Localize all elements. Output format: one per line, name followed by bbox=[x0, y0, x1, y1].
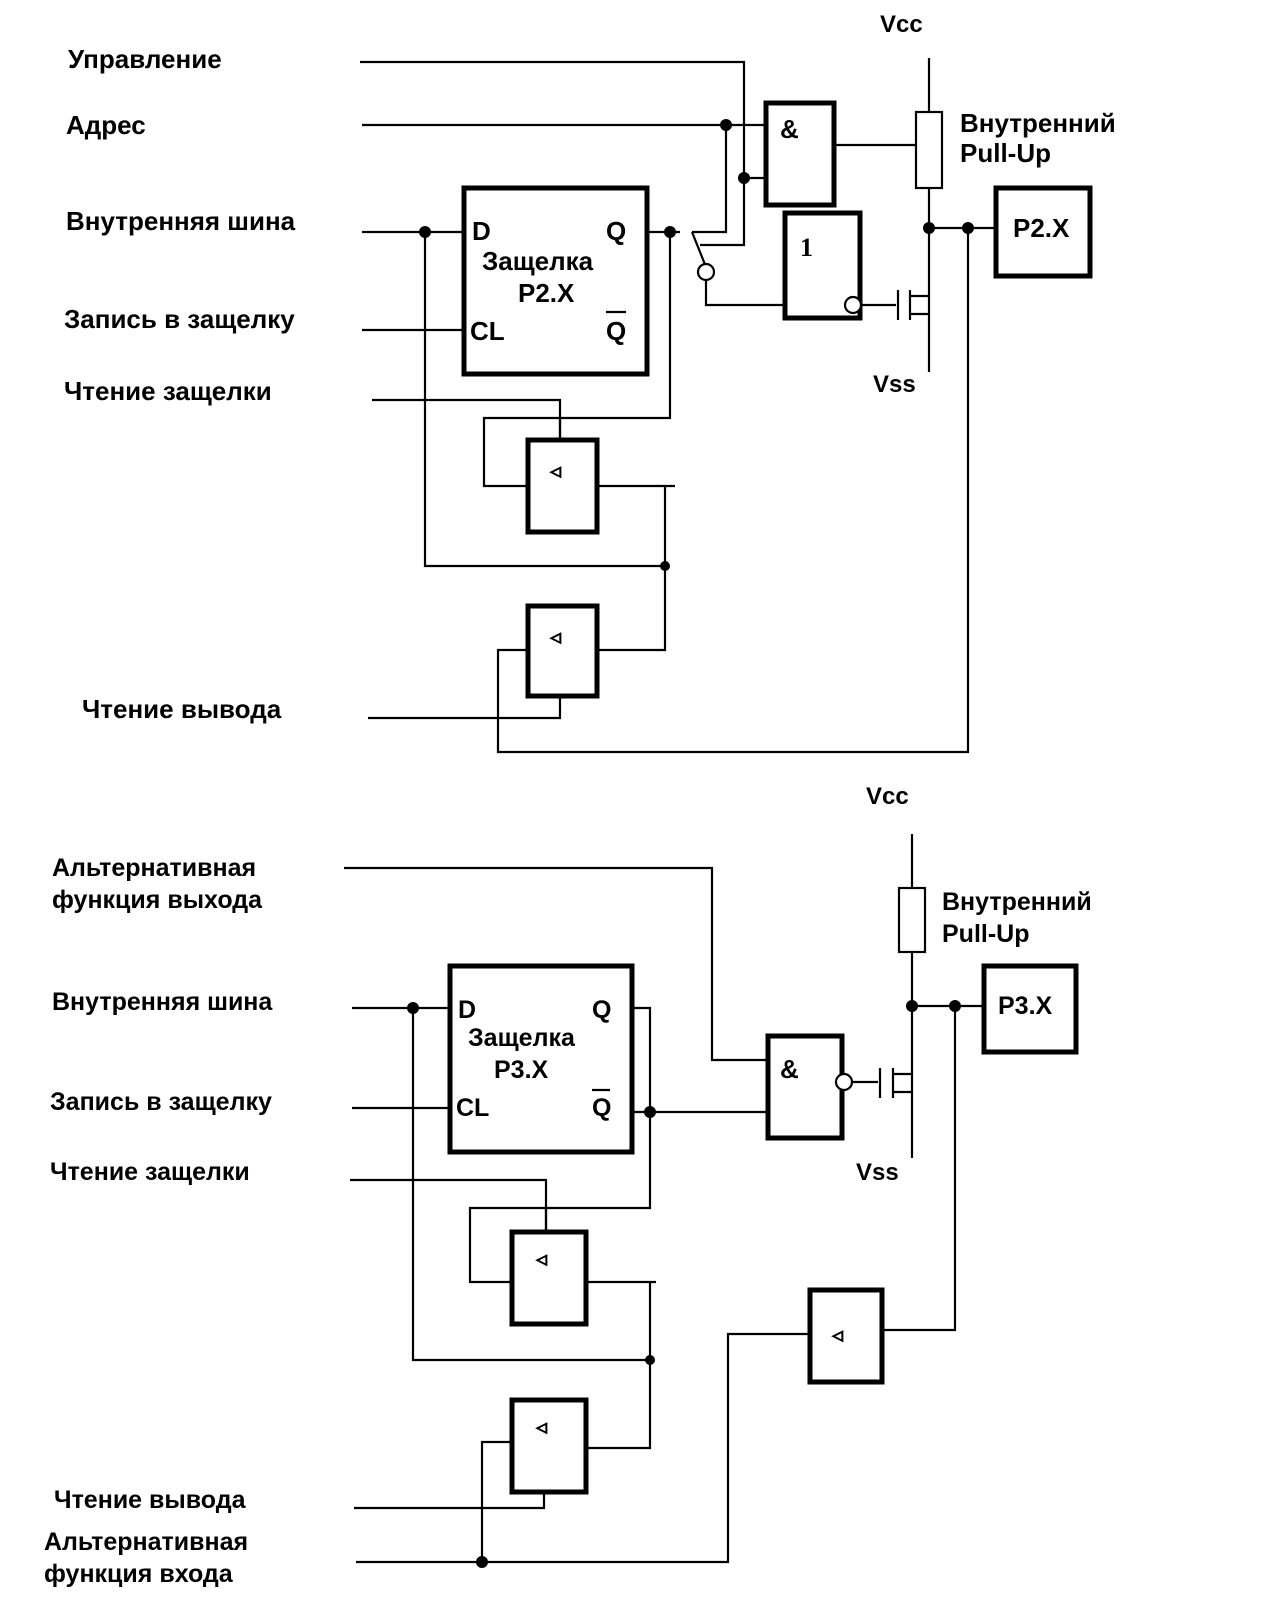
latch-read-label: Чтение защелки bbox=[50, 1158, 250, 1186]
p3-circuit: Альтернативная функция выхода Внутренняя… bbox=[44, 783, 1092, 1588]
control-wire bbox=[360, 60, 746, 247]
alt-out-wire bbox=[344, 866, 768, 1062]
junction-dot bbox=[407, 1002, 419, 1014]
transistor-gate bbox=[878, 1068, 912, 1098]
latch-cl-label: CL bbox=[470, 316, 505, 346]
pin-read-buffer bbox=[509, 1397, 589, 1495]
buffer1-left-wire bbox=[482, 416, 560, 488]
internal-bus-label: Внутренняя шина bbox=[52, 988, 273, 1016]
pin-read-label: Чтение вывода bbox=[82, 694, 282, 724]
alt-in-label-1: Альтернативная bbox=[44, 1528, 248, 1556]
latch-name: Защелка bbox=[468, 1024, 576, 1052]
bus-vertical-wire bbox=[411, 1008, 650, 1362]
latch-read-label: Чтение защелки bbox=[64, 376, 272, 406]
pullup-label-line1: Внутренний bbox=[942, 888, 1092, 916]
p2-circuit: Управление Адрес Внутренняя шина Запись … bbox=[64, 11, 1116, 754]
junction-dot bbox=[720, 119, 732, 131]
latch-port: P3.X bbox=[494, 1056, 549, 1084]
pin-read-wire bbox=[354, 1492, 546, 1510]
p2-pin-box bbox=[993, 185, 1093, 279]
pullup-label-line2: Pull-Up bbox=[960, 138, 1051, 168]
bus-vertical-wire bbox=[423, 232, 665, 568]
buffer-icon: ◃ bbox=[549, 624, 562, 649]
alt-in-wire bbox=[356, 1332, 810, 1564]
pullup-resistor bbox=[914, 110, 944, 190]
latch-d-label: D bbox=[472, 216, 491, 246]
read-bus-wire bbox=[597, 486, 667, 652]
vcc-label: Vcc bbox=[880, 11, 923, 38]
junction-dot bbox=[645, 1355, 655, 1365]
pin-read-buffer bbox=[525, 603, 600, 699]
address-label: Адрес bbox=[66, 110, 146, 140]
buffer-icon: ◃ bbox=[831, 1322, 844, 1347]
read-bus-wire bbox=[586, 1282, 652, 1450]
latch-write-label: Запись в защелку bbox=[64, 304, 295, 334]
latch-read-buffer bbox=[525, 437, 600, 535]
buffer-icon: ◃ bbox=[535, 1414, 548, 1439]
latch-cl-label: CL bbox=[456, 1094, 489, 1122]
latch-q-label: Q bbox=[606, 216, 626, 246]
p3-pin-box bbox=[981, 963, 1079, 1055]
pin-read-label: Чтение вывода bbox=[54, 1486, 247, 1514]
transistor-gate bbox=[896, 290, 929, 320]
junction-dot bbox=[664, 226, 676, 238]
pin-input-wire bbox=[882, 1006, 957, 1332]
alt-in-buffer bbox=[807, 1287, 885, 1385]
and-symbol: & bbox=[780, 1054, 799, 1084]
pin-label: P3.X bbox=[998, 992, 1053, 1020]
pullup-resistor bbox=[897, 886, 927, 954]
pin-read-wire bbox=[368, 696, 562, 720]
pin-read-return-wire bbox=[496, 228, 970, 754]
vcc-label: Vcc bbox=[866, 783, 909, 810]
latch-name: Защелка bbox=[482, 246, 594, 276]
control-label: Управление bbox=[68, 44, 222, 74]
vss-label: Vss bbox=[856, 1159, 899, 1186]
p2-latch bbox=[461, 185, 650, 377]
latch-read-buffer bbox=[509, 1229, 589, 1327]
latch-read-wire bbox=[350, 1178, 548, 1232]
latch-q-label: Q bbox=[592, 996, 611, 1024]
latch-write-label: Запись в защелку bbox=[50, 1088, 272, 1116]
pin-label: P2.X bbox=[1013, 213, 1070, 243]
latch-d-label: D bbox=[458, 996, 476, 1024]
switch-contact bbox=[696, 262, 716, 282]
buffer-icon: ◃ bbox=[549, 458, 562, 483]
alt-out-label-2: функция выхода bbox=[52, 886, 263, 914]
buffer1-left-wire bbox=[468, 1206, 546, 1284]
alt-out-label-1: Альтернативная bbox=[52, 854, 256, 882]
nand-gate bbox=[765, 1033, 845, 1141]
latch-port: P2.X bbox=[518, 278, 575, 308]
latch-read-wire bbox=[372, 398, 562, 440]
p3-latch bbox=[447, 963, 635, 1155]
vss-label: Vss bbox=[873, 371, 916, 398]
junction-dot bbox=[962, 222, 974, 234]
internal-bus-label: Внутренняя шина bbox=[66, 206, 296, 236]
junction-dot bbox=[644, 1106, 656, 1118]
not-bubble bbox=[843, 295, 863, 315]
junction-dot bbox=[923, 222, 935, 234]
nand-bubble bbox=[834, 1072, 854, 1092]
buffer2-left-wire bbox=[480, 1440, 512, 1562]
and-gate bbox=[763, 100, 837, 208]
junction-dot bbox=[738, 172, 750, 184]
junction-dot bbox=[419, 226, 431, 238]
alt-in-label-2: функция входа bbox=[44, 1560, 234, 1588]
and-symbol: & bbox=[780, 114, 799, 144]
not-symbol: 1 bbox=[800, 233, 813, 262]
pullup-label-line1: Внутренний bbox=[960, 108, 1116, 138]
junction-dot bbox=[660, 561, 670, 571]
latch-qbar-label: Q bbox=[606, 316, 626, 346]
pullup-label-line2: Pull-Up bbox=[942, 920, 1030, 948]
switch-out-wire bbox=[704, 279, 785, 307]
junction-dot bbox=[476, 1556, 488, 1568]
address-branch-wire bbox=[692, 125, 728, 234]
junction-dot bbox=[906, 1000, 918, 1012]
latch-qbar-label: Q bbox=[592, 1094, 611, 1122]
junction-dot bbox=[949, 1000, 961, 1012]
buffer-icon: ◃ bbox=[535, 1246, 548, 1271]
